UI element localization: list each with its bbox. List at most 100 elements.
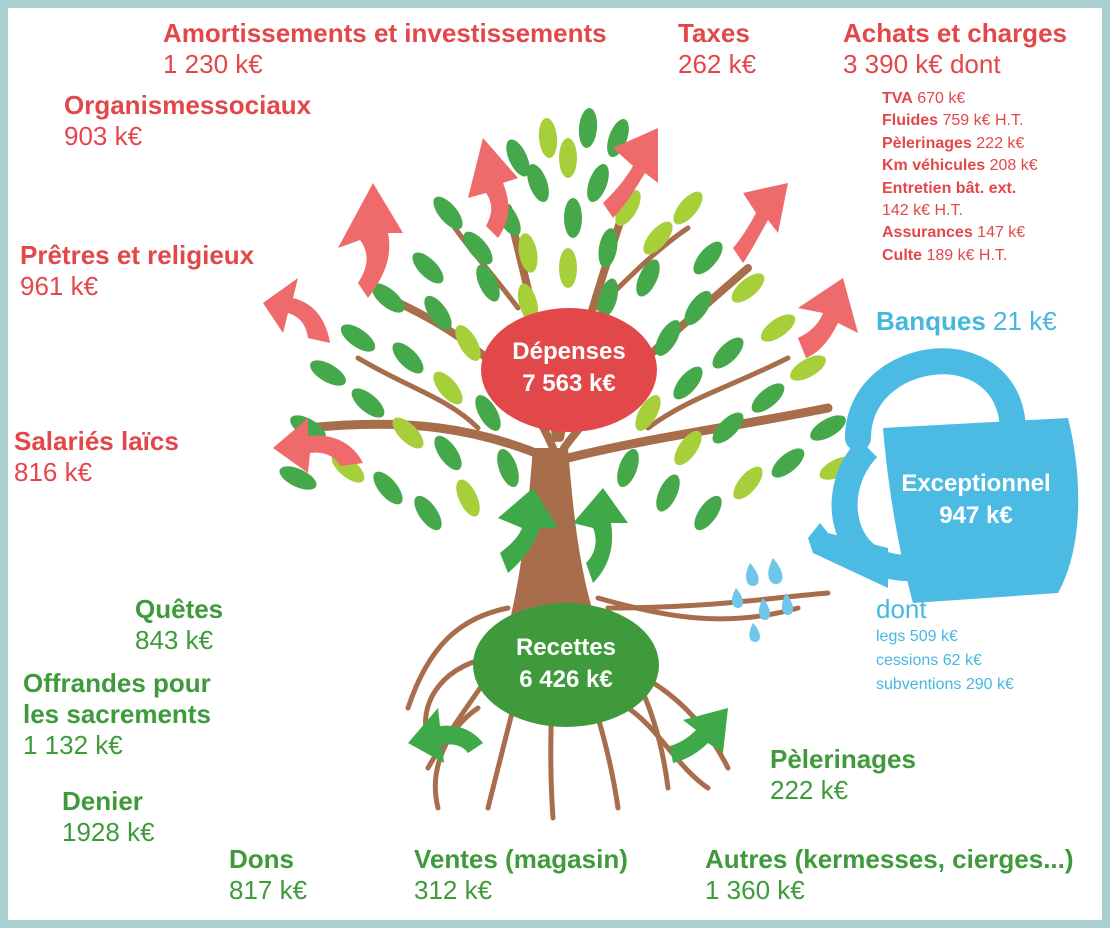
taxes-value: 262 k€	[678, 49, 757, 80]
leaf	[527, 163, 549, 203]
organismes-block: Organismessociaux 903 k€	[64, 90, 311, 152]
leaf	[506, 139, 530, 177]
banques-value: 21 k€	[993, 306, 1057, 336]
achats-label: Achats et charges	[843, 18, 1067, 48]
achats-detail-culte: Culte 189 k€ H.T.	[882, 246, 1008, 264]
leaf	[674, 430, 702, 466]
arrow-icon	[733, 183, 788, 263]
achats-block: Achats et charges 3 390 k€ dont	[843, 18, 1067, 80]
offrandes-value: 1 132 k€	[23, 730, 123, 761]
recettes-label: Recettes 6 426 k€	[473, 632, 659, 697]
quetes-label: Quêtes	[135, 594, 224, 624]
salaries-block: Salariés laïcs 816 k€	[14, 426, 179, 488]
leaf	[712, 412, 744, 444]
arrow-icon	[498, 488, 558, 573]
arrow-icon	[338, 183, 403, 298]
depenses-label: Dépenses 7 563 k€	[481, 336, 657, 401]
leaf	[635, 395, 661, 431]
leaf	[475, 395, 501, 431]
leaf	[598, 228, 618, 268]
arrow-icon	[573, 488, 628, 583]
offrandes-label-2: les sacrements	[23, 699, 211, 730]
leaf	[655, 320, 681, 356]
leaf	[434, 435, 462, 471]
water-drops	[731, 558, 793, 642]
tree-illustration	[263, 108, 1079, 821]
arrow-icon	[468, 138, 518, 238]
expense-arrows	[263, 128, 858, 473]
leaf	[615, 190, 641, 226]
recettes-oval	[473, 603, 659, 727]
banques-block: Banques 21 k€	[876, 306, 1057, 337]
exceptionnel-details: dont legs 509 k€ cessions 62 k€ subventi…	[876, 594, 1014, 697]
leaf	[456, 479, 480, 517]
leaf	[564, 198, 582, 238]
amortissements-value: 1 230 k€	[163, 49, 263, 80]
leaf	[392, 417, 424, 449]
quetes-block: Quêtes 843 k€	[135, 594, 223, 656]
leaf	[684, 290, 712, 326]
offrandes-label-1: Offrandes pour	[23, 668, 211, 698]
leaf	[392, 342, 424, 374]
exceptionnel-item-cessions: cessions 62 k€	[876, 652, 982, 670]
arrow-icon	[798, 278, 858, 358]
achats-details: TVA 670 k€ Fluides 759 k€ H.T. Pèlerinag…	[882, 88, 1038, 267]
leaf	[733, 466, 763, 500]
pelerinages-value: 222 k€	[770, 775, 849, 806]
watering-can-icon	[808, 348, 1079, 603]
offrandes-block: Offrandes pour les sacrements 1 132 k€	[23, 668, 211, 762]
leaf	[617, 448, 639, 488]
leaf	[712, 337, 744, 369]
denier-label: Denier	[62, 786, 143, 816]
leaf	[476, 264, 500, 302]
leaf	[497, 448, 519, 488]
depenses-title: Dépenses	[512, 338, 626, 365]
pretres-block: Prêtres et religieux 961 k€	[20, 240, 254, 302]
ventes-label: Ventes (magasin)	[414, 844, 628, 874]
leaf	[673, 366, 703, 400]
leaf	[371, 283, 405, 313]
leaf	[414, 495, 442, 531]
quetes-value: 843 k€	[135, 625, 214, 656]
leaf	[373, 471, 403, 505]
leaf	[693, 241, 723, 275]
leaf	[310, 360, 346, 386]
exceptionnel-value: 947 k€	[939, 502, 1013, 530]
exceptionnel-item-subventions: subventions 290 k€	[876, 676, 1014, 694]
achats-detail-fluides: Fluides 759 k€ H.T.	[882, 112, 1024, 130]
pelerinages-block: Pèlerinages 222 k€	[770, 744, 916, 806]
amortissements-block: Amortissements et investissements 1 230 …	[163, 18, 607, 80]
achats-detail-assurances: Assurances 147 k€	[882, 224, 1026, 242]
leaf	[538, 118, 558, 158]
leaf	[751, 383, 785, 413]
depenses-oval	[481, 308, 657, 432]
achats-detail-entretien-value: 142 k€ H.T.	[882, 201, 963, 219]
recettes-title: Recettes	[515, 634, 617, 661]
autres-block: Autres (kermesses, cierges...) 1 360 k€	[705, 844, 1074, 906]
amortissements-label: Amortissements et investissements	[163, 18, 607, 48]
exceptionnel-title: Exceptionnel	[901, 470, 1051, 497]
leaf	[760, 314, 796, 342]
achats-value: 3 390 k€ dont	[843, 49, 1001, 80]
leaf	[433, 196, 463, 230]
leaf	[643, 221, 673, 255]
leaf	[636, 259, 660, 297]
leaf	[559, 138, 577, 178]
denier-value: 1928 k€	[62, 817, 155, 848]
dons-value: 817 k€	[229, 875, 308, 906]
dons-label: Dons	[229, 844, 294, 874]
arrow-icon	[273, 418, 363, 473]
leaf	[656, 474, 680, 512]
leaf	[810, 415, 846, 441]
arrow-icon	[408, 708, 483, 763]
pretres-label: Prêtres et religieux	[20, 240, 255, 270]
taxes-label: Taxes	[678, 18, 750, 48]
leaf	[587, 163, 609, 203]
leaves	[279, 108, 857, 531]
leaf	[279, 466, 317, 490]
exceptionnel-item-legs: legs 509 k€	[876, 628, 958, 646]
exceptionnel-dont: dont	[876, 594, 927, 624]
leaf	[351, 388, 385, 418]
pelerinages-label: Pèlerinages	[770, 744, 916, 774]
leaf	[518, 233, 538, 273]
